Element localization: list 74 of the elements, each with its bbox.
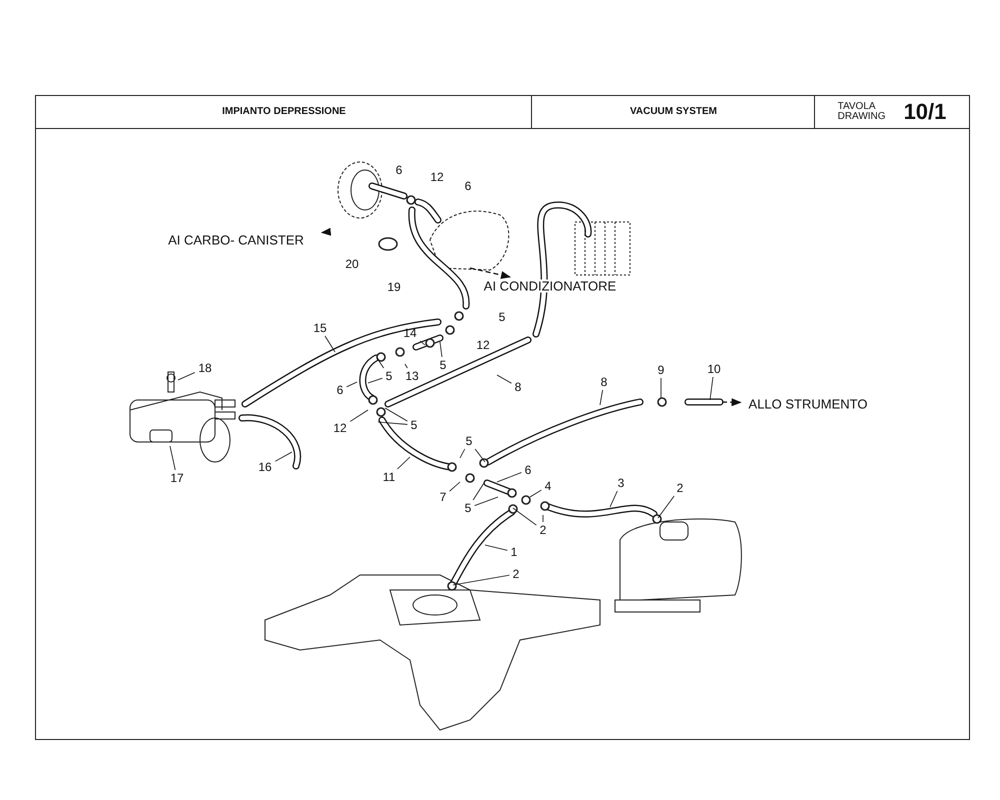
leader-line bbox=[658, 496, 675, 518]
callout-number: 5 bbox=[464, 502, 472, 514]
callout-number: 6 bbox=[336, 384, 344, 396]
leader-line bbox=[512, 508, 537, 526]
leader-line bbox=[496, 374, 512, 384]
leader-line bbox=[274, 452, 292, 462]
callout-number: 8 bbox=[600, 376, 608, 388]
leader-line bbox=[178, 372, 196, 380]
callout-number: 12 bbox=[333, 422, 347, 434]
callout-number: 20 bbox=[345, 258, 359, 270]
callout-number: 16 bbox=[258, 461, 272, 473]
destination-label: ALLO STRUMENTO bbox=[748, 398, 868, 410]
leader-line bbox=[530, 490, 542, 498]
destination-label: AI CONDIZIONATORE bbox=[484, 280, 616, 292]
leader-line bbox=[710, 376, 714, 400]
callout-number: 2 bbox=[512, 568, 520, 580]
callout-number: 5 bbox=[466, 435, 472, 447]
callout-number: 2 bbox=[676, 482, 684, 494]
leader-line bbox=[440, 342, 442, 358]
callout-number: 7 bbox=[440, 491, 446, 503]
callout-number: 8 bbox=[514, 381, 522, 393]
callout-number: 5 bbox=[440, 359, 446, 371]
leader-line bbox=[474, 448, 486, 462]
callout-number: 4 bbox=[544, 480, 552, 492]
leader-line bbox=[420, 340, 426, 346]
leader-line bbox=[404, 364, 408, 368]
sheet-number-label: TAVOLA bbox=[838, 102, 877, 112]
callout-number: 12 bbox=[430, 171, 444, 183]
destination-label: AI CARBO- CANISTER bbox=[168, 234, 304, 246]
callout-number: 18 bbox=[198, 362, 212, 374]
callout-number: 10 bbox=[707, 363, 721, 375]
callout-number: 6 bbox=[524, 464, 532, 476]
sheet-title: VACUUM SYSTEM bbox=[630, 107, 718, 117]
sheet-title: IMPIANTO DEPRESSIONE bbox=[222, 107, 346, 117]
arrow bbox=[320, 228, 332, 236]
callout-number: 6 bbox=[396, 164, 402, 176]
callout-number: 5 bbox=[410, 419, 418, 431]
leader-line bbox=[384, 408, 408, 422]
leader-line bbox=[474, 496, 498, 506]
leader-line bbox=[378, 422, 408, 425]
sheet-number-label: DRAWING bbox=[838, 112, 886, 122]
leader-line bbox=[368, 378, 383, 384]
callout-number: 13 bbox=[405, 370, 419, 382]
leader-line bbox=[170, 446, 176, 470]
callout-number: 11 bbox=[382, 471, 396, 483]
arrow bbox=[722, 398, 742, 406]
callout-number: 6 bbox=[464, 180, 472, 192]
callout-number: 2 bbox=[540, 524, 546, 536]
callout-number: 5 bbox=[498, 311, 506, 323]
callout-number: 1 bbox=[510, 546, 518, 558]
leader-line bbox=[610, 490, 618, 508]
leader-line bbox=[376, 358, 384, 368]
leader-line bbox=[600, 390, 603, 406]
leader-line bbox=[449, 482, 460, 492]
leader-line bbox=[484, 544, 508, 551]
leader-line bbox=[324, 336, 336, 352]
leader-line bbox=[460, 448, 466, 458]
callout-number: 9 bbox=[658, 364, 664, 376]
callout-number: 19 bbox=[387, 281, 401, 293]
leader-line bbox=[350, 410, 368, 422]
callout-number: 5 bbox=[386, 370, 392, 382]
leader-line bbox=[452, 574, 510, 586]
callout-number: 17 bbox=[170, 472, 184, 484]
callout-number: 12 bbox=[476, 339, 490, 351]
callout-number: 15 bbox=[313, 322, 327, 334]
leader-line bbox=[660, 378, 662, 398]
leader-line bbox=[542, 514, 544, 522]
leader-line bbox=[472, 482, 484, 500]
arrow bbox=[470, 267, 511, 279]
leader-line bbox=[346, 382, 358, 388]
sheet-number: 10/1 bbox=[904, 101, 946, 123]
leader-line bbox=[496, 472, 522, 482]
leader-line bbox=[397, 456, 410, 470]
callout-number: 3 bbox=[618, 477, 624, 489]
